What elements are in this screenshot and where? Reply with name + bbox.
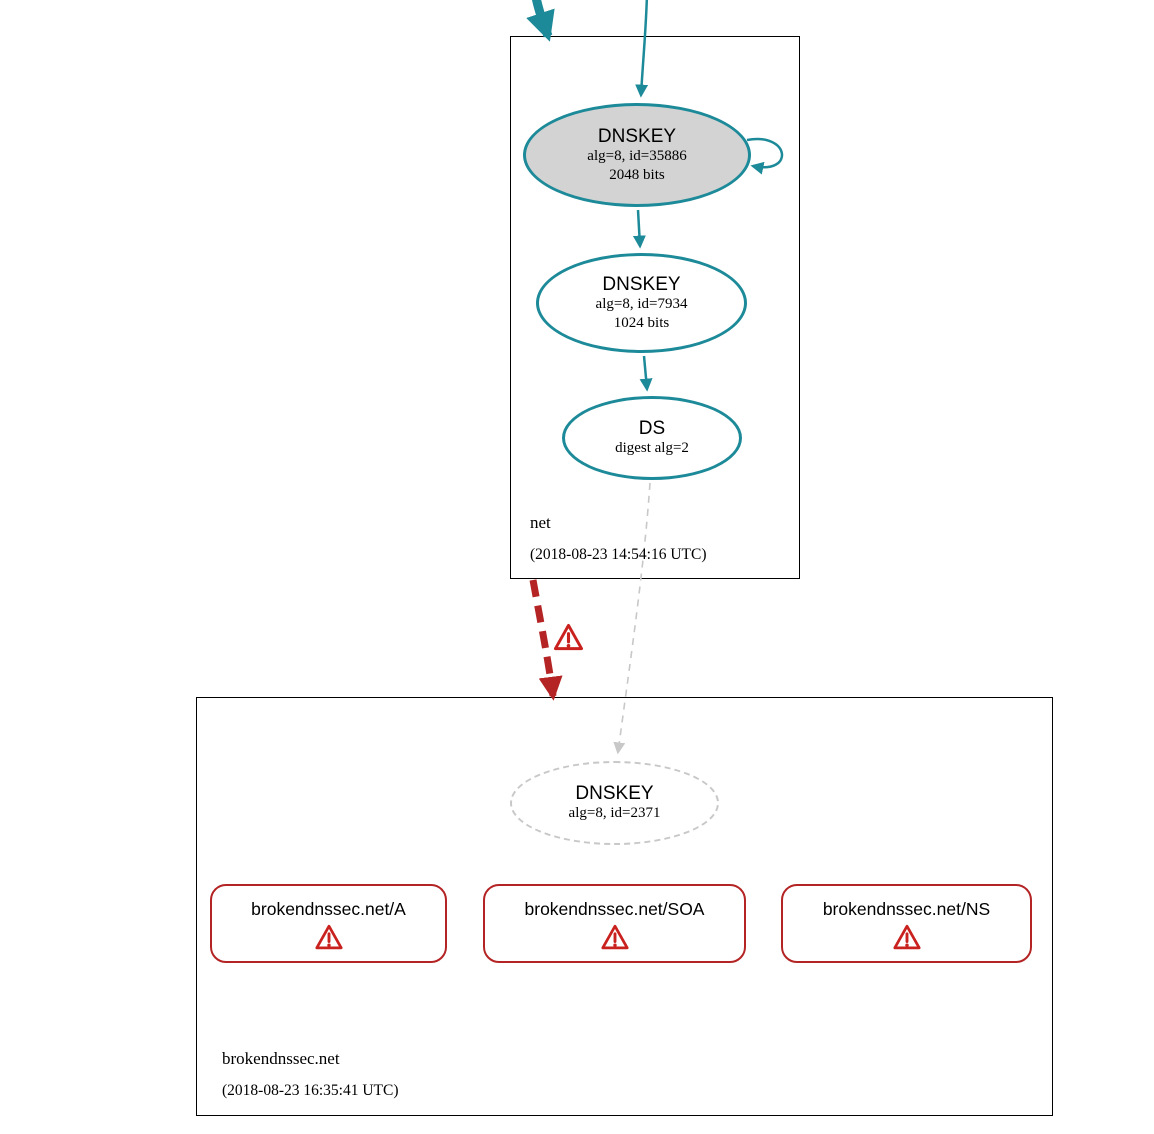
warning-icon: [553, 623, 584, 651]
warning-icon: [314, 924, 343, 949]
node-detail: 2048 bits: [609, 166, 665, 183]
node-detail: digest alg=2: [615, 440, 689, 457]
dnskey-node-missing-2371[interactable]: DNSKEY alg=8, id=2371: [510, 761, 719, 845]
zone-name-brokendnssec-net: brokendnssec.net: [222, 1049, 340, 1068]
warning-icon: [600, 924, 629, 949]
rrset-node-ns[interactable]: brokendnssec.net/NS: [781, 884, 1032, 963]
edge-delegation-bogus: [529, 579, 563, 701]
node-detail: 1024 bits: [613, 314, 670, 331]
rrset-label: brokendnssec.net/A: [251, 898, 406, 919]
ds-node[interactable]: DS digest alg=2: [562, 396, 742, 480]
node-detail: alg=8, id=2371: [568, 805, 661, 822]
warning-icon: [892, 924, 921, 949]
rrset-node-soa[interactable]: brokendnssec.net/SOA: [483, 884, 746, 963]
zone-timestamp-net: (2018-08-23 14:54:16 UTC): [530, 546, 707, 563]
node-title: DNSKEY: [597, 126, 677, 148]
rrset-label: brokendnssec.net/SOA: [524, 898, 705, 919]
dnskey-node-zsk-7934[interactable]: DNSKEY alg=8, id=7934 1024 bits: [536, 253, 747, 353]
node-title: DS: [638, 418, 666, 440]
zone-timestamp-brokendnssec-net: (2018-08-23 16:35:41 UTC): [222, 1082, 399, 1099]
node-title: DNSKEY: [602, 274, 681, 296]
node-title: DNSKEY: [575, 783, 654, 805]
node-detail: alg=8, id=35886: [587, 148, 687, 165]
rrset-label: brokendnssec.net/NS: [822, 898, 991, 919]
rrset-node-a[interactable]: brokendnssec.net/A: [210, 884, 447, 963]
edge-incoming-delegation-secure: [526, 0, 555, 42]
node-detail: alg=8, id=7934: [595, 296, 688, 313]
dnskey-node-ksk-35886[interactable]: DNSKEY alg=8, id=35886 2048 bits: [523, 103, 751, 207]
zone-name-net: net: [530, 513, 551, 532]
